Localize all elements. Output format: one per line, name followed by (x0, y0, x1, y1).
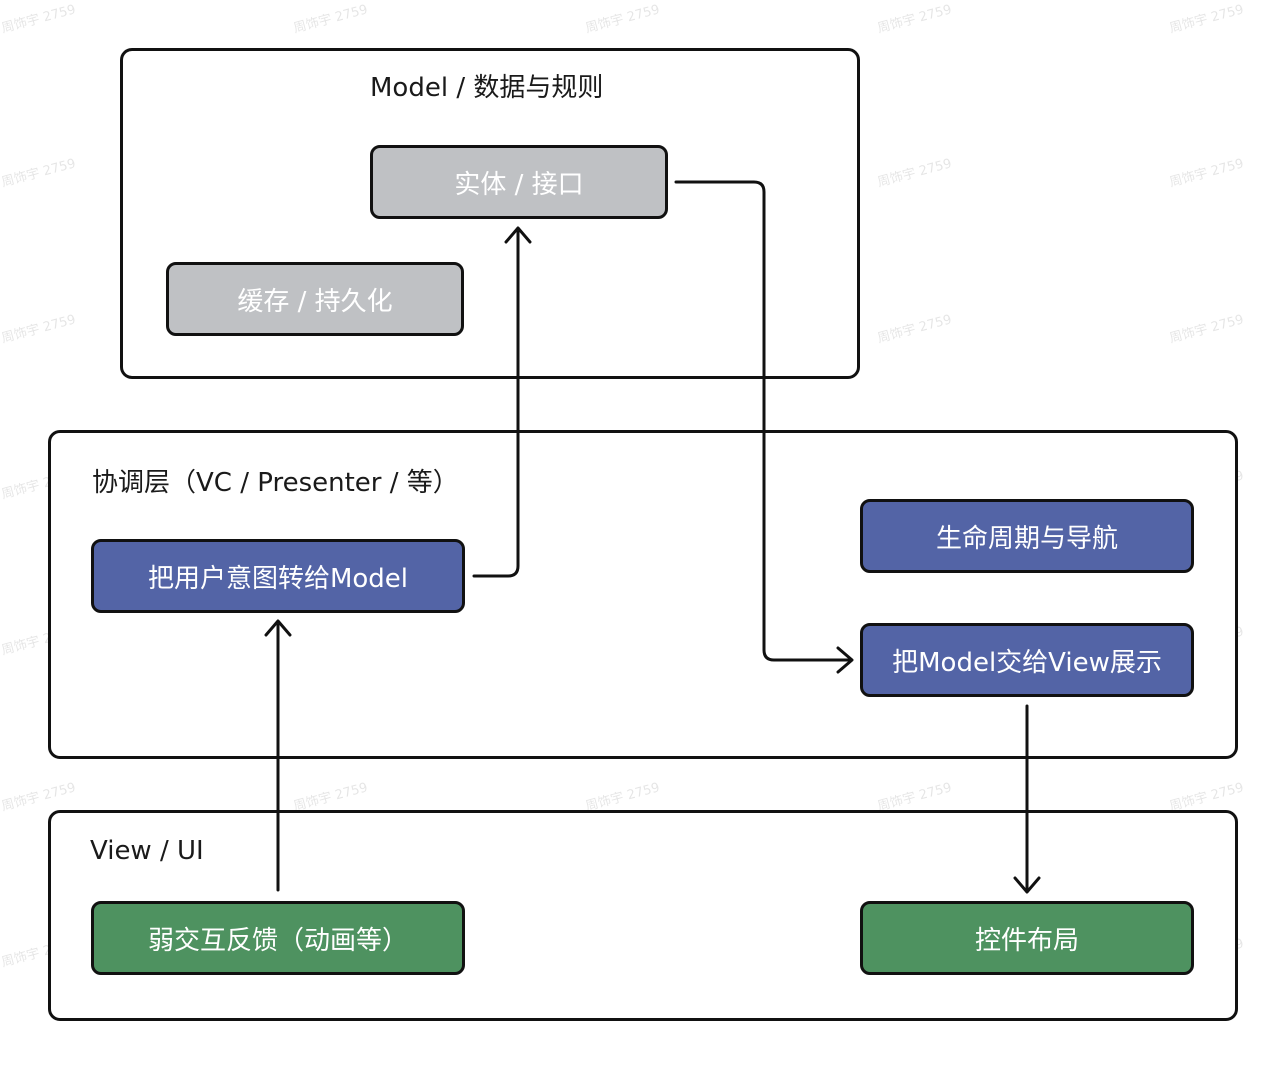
watermark-text: 周饰宇 2759 (0, 2, 78, 37)
coordinator-group-title: 协调层（VC / Presenter / 等） (92, 468, 459, 498)
watermark-text: 周饰宇 2759 (875, 312, 954, 347)
watermark-text: 周饰宇 2759 (1167, 780, 1246, 815)
weak-feedback-node: 弱交互反馈（动画等） (91, 901, 465, 975)
watermark-text: 周饰宇 2759 (0, 312, 78, 347)
watermark-text: 周饰宇 2759 (291, 2, 370, 37)
watermark-text: 周饰宇 2759 (583, 2, 662, 37)
watermark-text: 周饰宇 2759 (0, 780, 78, 815)
entity-interface-label: 实体 / 接口 (454, 169, 584, 200)
watermark-text: 周饰宇 2759 (583, 780, 662, 815)
watermark-text: 周饰宇 2759 (1167, 156, 1246, 191)
entity-interface-node: 实体 / 接口 (370, 145, 668, 219)
lifecycle-navigation-node: 生命周期与导航 (860, 499, 1194, 573)
watermark-text: 周饰宇 2759 (875, 780, 954, 815)
lifecycle-navigation-label: 生命周期与导航 (935, 523, 1118, 554)
watermark-text: 周饰宇 2759 (875, 2, 954, 37)
watermark-text: 周饰宇 2759 (0, 156, 78, 191)
intent-to-model-label: 把用户意图转给Model (147, 563, 409, 594)
watermark-text: 周饰宇 2759 (875, 156, 954, 191)
weak-feedback-label: 弱交互反馈（动画等） (147, 925, 408, 956)
widget-layout-label: 控件布局 (974, 925, 1079, 956)
widget-layout-node: 控件布局 (860, 901, 1194, 975)
cache-persistence-node: 缓存 / 持久化 (166, 262, 464, 336)
watermark-text: 周饰宇 2759 (1167, 2, 1246, 37)
cache-persistence-label: 缓存 / 持久化 (237, 286, 393, 317)
model-to-view-label: 把Model交给View展示 (892, 647, 1162, 678)
intent-to-model-node: 把用户意图转给Model (91, 539, 465, 613)
view-group-title: View / UI (90, 836, 204, 866)
watermark-text: 周饰宇 2759 (1167, 312, 1246, 347)
model-group-title: Model / 数据与规则 (370, 73, 604, 103)
watermark-text: 周饰宇 2759 (291, 780, 370, 815)
model-to-view-node: 把Model交给View展示 (860, 623, 1194, 697)
